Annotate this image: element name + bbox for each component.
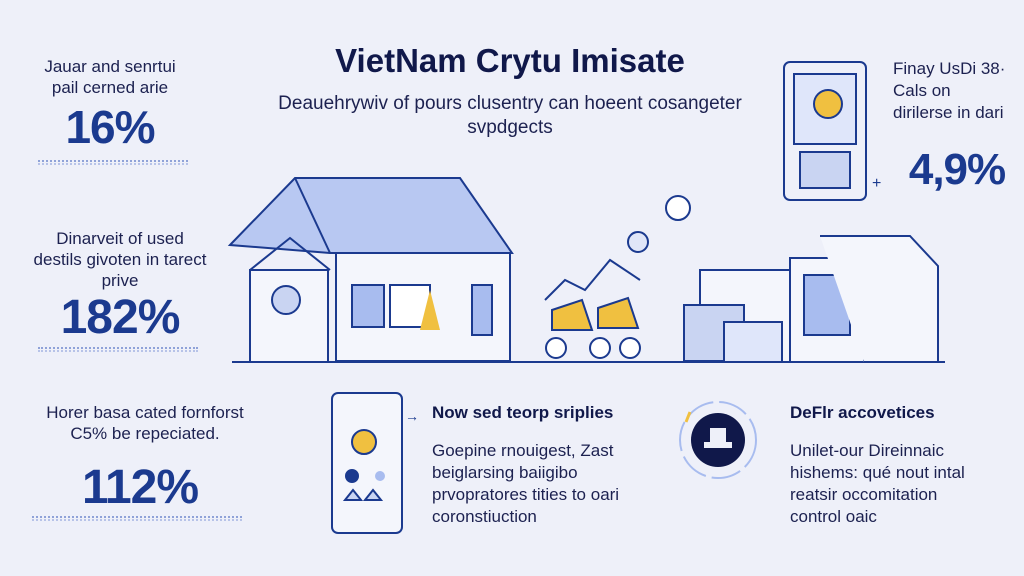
divider bbox=[38, 160, 188, 165]
stat-1-value: 16% bbox=[65, 101, 155, 153]
feature-2-title: DeFlr accovetices bbox=[790, 403, 935, 422]
buildings-illustration bbox=[683, 235, 939, 363]
house-illustration bbox=[227, 177, 945, 363]
defi-icon bbox=[679, 401, 757, 479]
stat-4-value: 4,9% bbox=[908, 145, 1006, 194]
svg-text:→: → bbox=[405, 408, 419, 424]
stat-2-value: 182% bbox=[60, 291, 181, 344]
plus-icon: + bbox=[872, 175, 881, 192]
stat-3-value: 112% bbox=[81, 461, 199, 514]
page-subtitle: Deauehrywiv of pours clusentry can hoeen… bbox=[278, 93, 742, 138]
page-title: VietNam Crytu Imisate bbox=[335, 42, 685, 79]
scooter-illustration bbox=[545, 296, 641, 359]
feature-1-body: Goepine rnouigest, Zast beiglarsing baii… bbox=[432, 441, 620, 526]
divider bbox=[38, 347, 198, 352]
stat-3-label: Horer basa cated fornforst C5% be repeci… bbox=[46, 403, 244, 443]
stat-2-label: Dinarveit of used destils givoten in tar… bbox=[33, 229, 207, 290]
stat-4-label: Finay UsDi 38· Cals on dirilerse in dari bbox=[893, 59, 1006, 122]
stat-1-label: Jauar and senrtui pail cerned arie bbox=[44, 57, 176, 97]
phone-app-icon bbox=[331, 392, 403, 534]
feature-1-title: Now sed teorp sriplies bbox=[432, 403, 614, 422]
feature-2-body: Unilet-our Direinnaic hishems: qué nout … bbox=[790, 441, 965, 526]
divider bbox=[32, 516, 242, 521]
phone-illustration bbox=[783, 61, 867, 201]
